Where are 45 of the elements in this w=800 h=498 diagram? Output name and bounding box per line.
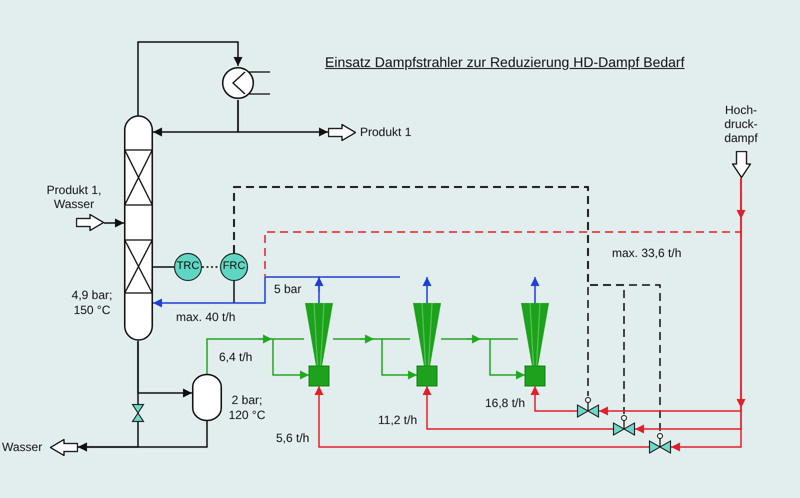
pipe-line	[314, 386, 649, 448]
pipe-line	[237, 100, 328, 136]
dashed-line	[264, 178, 742, 276]
flow-rate-label: 11,2 t/h	[377, 413, 418, 427]
flow-rate-label: 5,6 t/h	[275, 431, 310, 445]
pipe-line	[104, 218, 124, 228]
condition-label: 4,9 bar; 150 °C	[70, 288, 114, 318]
control-valve-symbol	[613, 414, 635, 436]
steam-ejector	[305, 303, 333, 386]
pipe-line	[530, 277, 540, 303]
pipe-line	[153, 266, 174, 268]
stream-label: Produkt 1	[360, 125, 412, 139]
instrument-bubble: TRC	[174, 253, 202, 281]
pipe-line	[233, 281, 235, 303]
stream-label: Wasser	[2, 440, 42, 454]
stream-label: Produkt 1, Wasser	[46, 183, 102, 211]
heat-exchanger-symbol	[222, 66, 270, 100]
steam-ejector	[413, 303, 441, 386]
pipe-line	[137, 41, 242, 116]
stream-label: Hoch- druck- dampf	[723, 103, 759, 145]
separator-vessel	[192, 374, 222, 421]
flow-rate-label: max. 40 t/h	[175, 310, 236, 324]
control-valve-symbol	[577, 396, 599, 418]
control-valve-symbol	[649, 432, 671, 454]
pressure-label: 5 bar	[273, 282, 302, 296]
pipe-line	[206, 338, 309, 380]
condition-label: 2 bar; 120 °C	[228, 393, 266, 423]
pipe-line	[441, 338, 525, 380]
steam-ejector	[521, 303, 549, 386]
diagram-title: Einsatz Dampfstrahler zur Reduzierung HD-Dampf Bedarf	[325, 54, 684, 71]
pipe-line	[153, 276, 320, 308]
pipe-line	[422, 277, 432, 303]
pipe-line	[78, 421, 208, 452]
flow-rate-label: 6,4 t/h	[218, 350, 254, 364]
pipe-line	[530, 386, 577, 412]
flow-rate-label: 16,8 t/h	[484, 396, 526, 410]
dashed-line	[233, 186, 661, 432]
valve-symbol	[132, 404, 144, 422]
instrument-bubble: FRC	[220, 253, 248, 281]
dashed-line	[202, 266, 220, 268]
pipe-line	[333, 338, 417, 380]
pipe-line	[422, 386, 613, 430]
flow-rate-label: max. 33,6 t/h	[611, 246, 682, 260]
pipe-line	[137, 341, 192, 398]
distillation-column	[124, 115, 153, 341]
